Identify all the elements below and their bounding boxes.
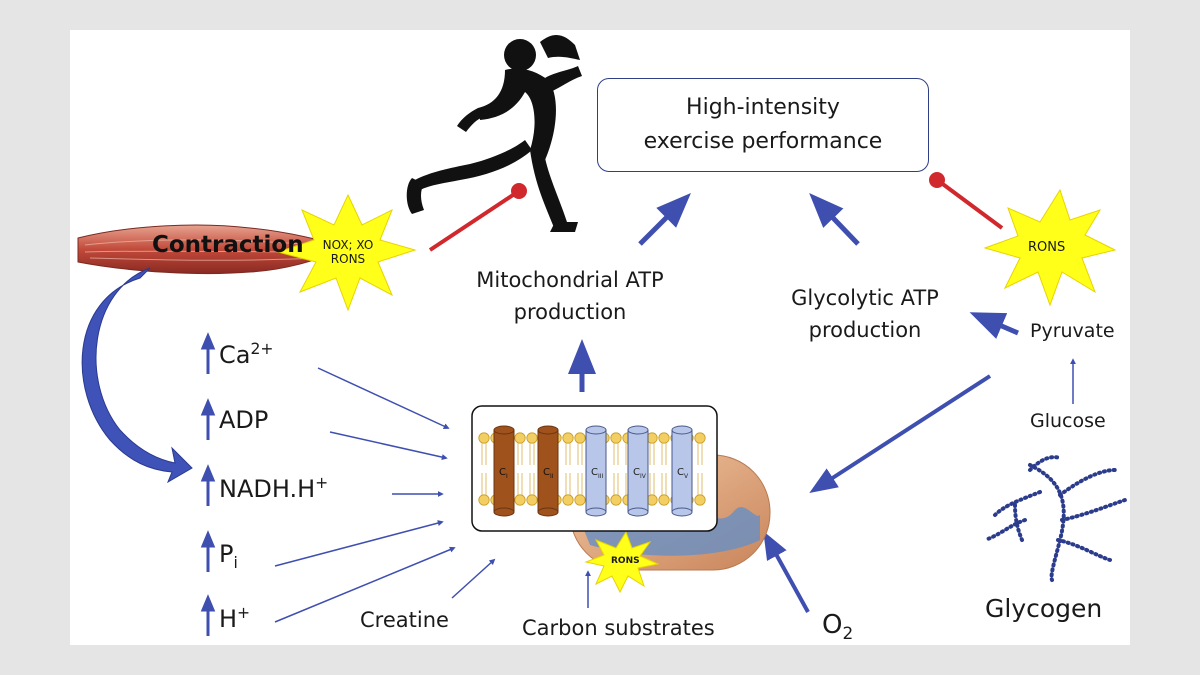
complex-2: CII [537,425,559,517]
complex-label-1: CI [499,467,508,480]
nox-xo-label: NOX; XO RONS [318,238,378,266]
o2-sub: 2 [842,623,854,644]
contraction-label: Contraction [152,232,304,258]
mito-atp-line-1: Mitochondrial ATP [476,268,664,292]
arrow-creatine [451,558,496,599]
rons-starburst-right [983,188,1117,307]
arrow-mito-to-performance [638,193,691,246]
complex-1: CI [493,425,515,517]
complex-4: CIV [627,425,649,517]
glyco-atp-line-2: production [808,318,922,342]
complex-5: CV [671,425,693,517]
complex-3: CIII [585,425,607,517]
performance-line-1: High-intensity [686,95,840,120]
metabolite-adp: ADP [219,406,268,434]
metabolite-adp-base: ADP [219,406,269,434]
arrow-pyruvate-to-mito [809,374,992,494]
metabolite-up-arrows [200,332,216,636]
contraction-curved-arrow [81,267,193,484]
pyruvate-label: Pyruvate [1030,320,1115,342]
complex-label-2: CII [543,467,554,480]
mito-atp-label: Mitochondrial ATP production [440,264,700,328]
creatine-label: Creatine [360,608,449,632]
metabolite-pi-sub: i [233,553,238,572]
glycogen-illustration [983,455,1127,582]
metabolite-pi: Pi [219,540,238,572]
arrow-glyco-to-performance [809,192,860,246]
rons-mito-label: RONS [611,556,640,566]
metabolite-nadh-sup: + [315,474,329,492]
performance-line-2: exercise performance [643,129,883,154]
metabolite-h-sup: + [237,604,251,622]
glucose-label: Glucose [1030,410,1106,432]
rons-right-label: RONS [1028,240,1066,255]
carbon-substrates-label: Carbon substrates [522,616,715,640]
rons-starburst-mito [584,530,660,594]
arrow-ca [317,367,450,429]
glyco-atp-line-1: Glycolytic ATP [791,286,939,310]
glycogen-label: Glycogen [985,594,1103,623]
etc-complexes: CI CII CIII CIV CV [493,425,693,517]
glyco-atp-label: Glycolytic ATP production [765,282,965,346]
arrow-o2-to-mito [763,531,810,613]
complex-label-3: CIII [591,467,604,480]
inhibit-dot-left [511,183,527,199]
metabolite-h: H+ [219,604,250,633]
arrow-h [274,546,456,623]
mito-atp-line-2: production [513,300,627,324]
inhibit-line-left [428,191,518,252]
metabolite-nadh-base: NADH.H [219,475,316,503]
metabolite-nadh: NADH.H+ [219,474,328,503]
arrow-pi [274,520,444,567]
complex-label-4: CIV [633,467,647,480]
complex-label-5: CV [677,467,689,480]
o2-label: O2 [822,610,853,643]
performance-box: High-intensity exercise performance [597,78,929,172]
nox-xo-text: NOX; XO [322,238,374,252]
arrow-adp [329,431,448,461]
metabolite-ca-base: Ca [219,341,251,369]
metabolite-pi-base: P [219,540,234,568]
metabolite-ca: Ca2+ [219,340,273,369]
rons-muscle-text: RONS [330,252,366,266]
runner-silhouette [406,34,582,232]
metabolite-h-base: H [219,605,238,633]
inhibit-dot-right [929,172,945,188]
rons-starburst-muscle [276,193,417,312]
o2-main: O [822,610,843,640]
arrow-pyruvate-to-glyco [969,312,1019,339]
metabolite-ca-sup: 2+ [250,340,274,358]
inhibit-line-right [938,180,1004,230]
